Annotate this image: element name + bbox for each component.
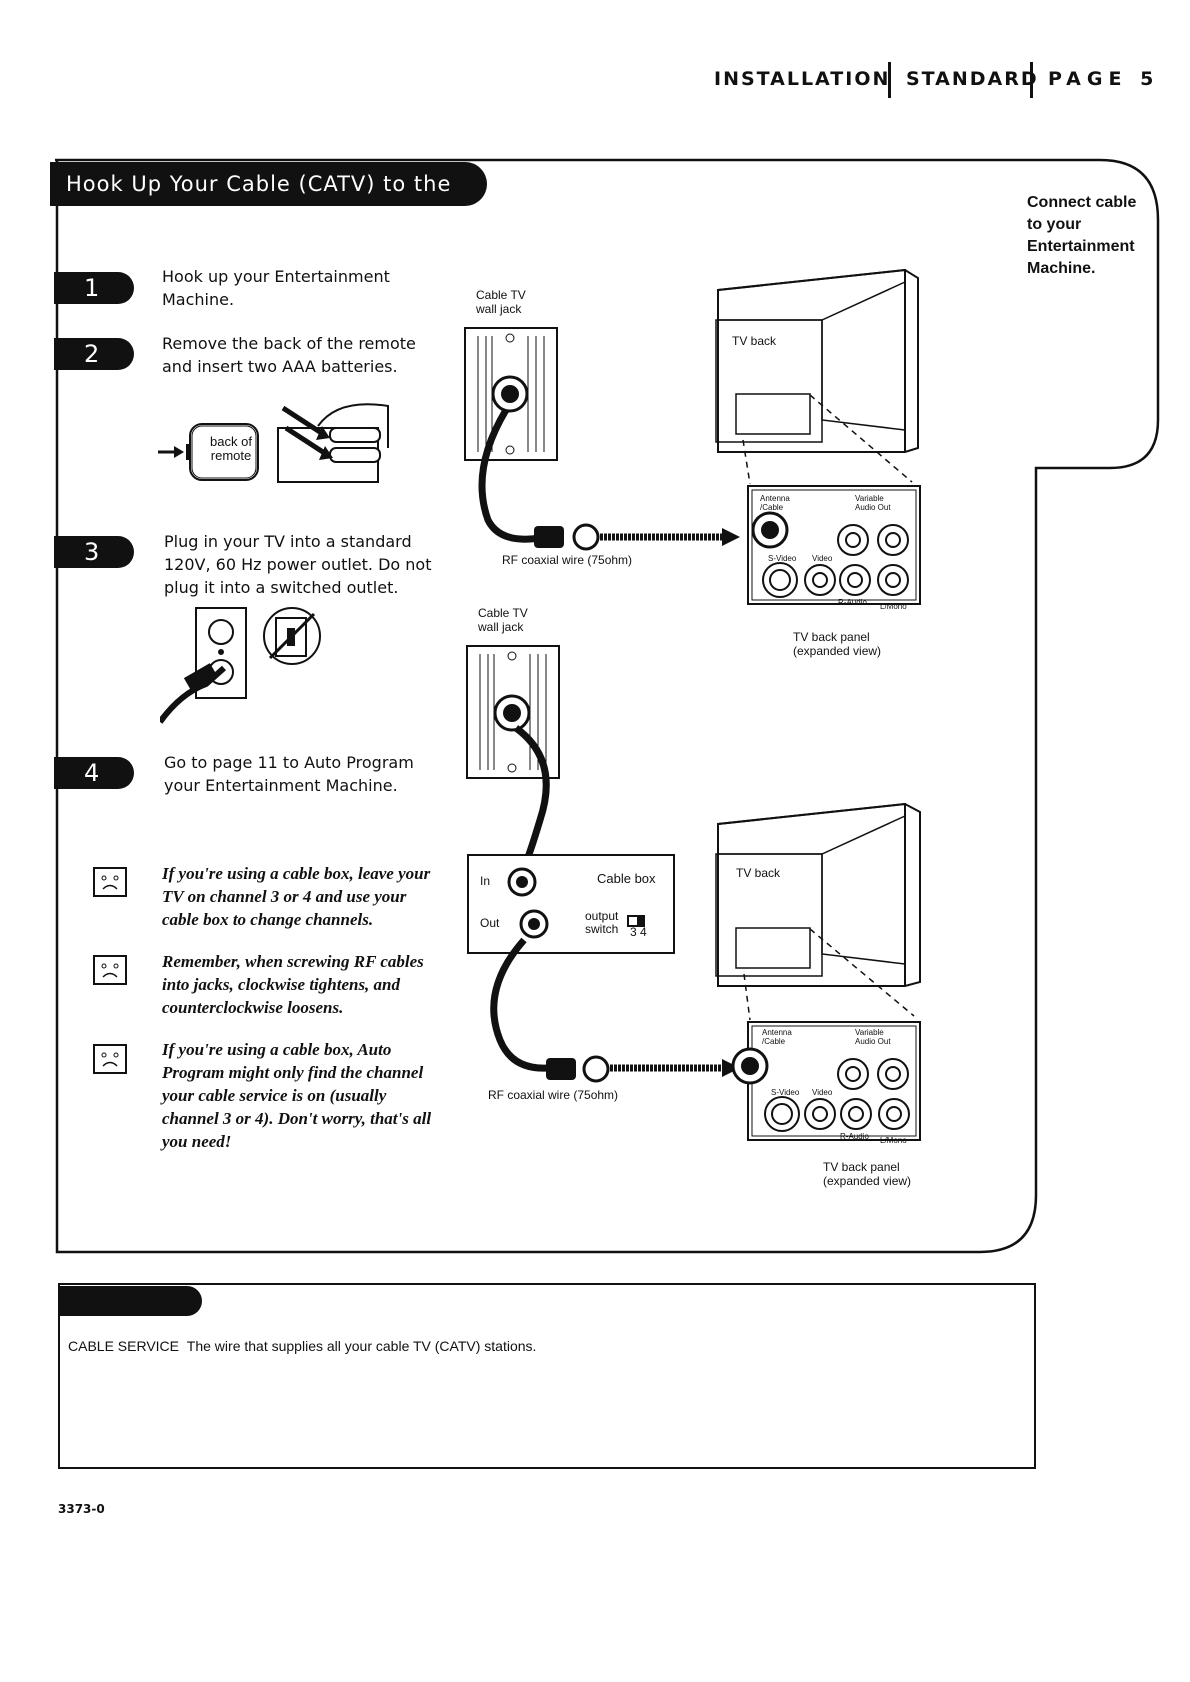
glossary-header-bar [58, 1286, 202, 1316]
cable-box-in-label: In [480, 874, 491, 888]
svideo-label: S-Video [768, 554, 797, 563]
cable-box-out-label: Out [480, 916, 500, 930]
variable-audio-label: Variable Audio Out [855, 494, 891, 512]
output-switch-label: output switch [585, 909, 619, 936]
svideo-label: S-Video [771, 1088, 800, 1097]
step-text: Plug in your TV into a standard 120V, 60… [164, 532, 432, 597]
tip-text: If you're using a cable box, Auto Progra… [162, 1040, 432, 1151]
cable-box-label: Cable box [597, 871, 656, 886]
side-note: Connect cable to your Entertainment Mach… [1027, 194, 1137, 277]
glossary-definition: The wire that supplies all your cable TV… [186, 1338, 537, 1354]
header-installation: INSTALLATION [714, 68, 891, 90]
glossary-entry: CABLE SERVICE The wire that supplies all… [68, 1338, 536, 1354]
lmono-label: L/Mono [880, 1136, 907, 1145]
tip-text: If you're using a cable box, leave your … [162, 864, 431, 929]
remote-label: back of remote [210, 434, 252, 463]
antenna-label: Antenna /Cable [762, 1028, 792, 1046]
glossary-box [58, 1283, 1036, 1469]
lmono-label: L/Mono [880, 602, 907, 611]
header-divider [1030, 62, 1033, 98]
wall-jack-label: Cable TV wall jack [476, 288, 526, 316]
raudio-label: R-Audio [838, 598, 867, 607]
wall-jack-label: Cable TV wall jack [478, 606, 528, 634]
rf-wire-label: RF coaxial wire (75ohm) [502, 553, 633, 567]
video-label: Video [812, 554, 833, 563]
step-badge: 1 [54, 272, 134, 304]
step-text: Hook up your Entertainment Machine. [162, 267, 390, 309]
page-number: PAGE 5 [1048, 68, 1160, 90]
tv-back-panel-label: TV back panel (expanded view) [823, 1160, 912, 1188]
outlet-illustration [160, 607, 321, 724]
tip-icon [93, 955, 127, 985]
tip-icon [93, 867, 127, 897]
header-divider [888, 62, 891, 98]
rf-wire-label: RF coaxial wire (75ohm) [488, 1088, 619, 1102]
section-title: Hook Up Your Cable (CATV) to the TV [50, 162, 487, 240]
tv-back-panel-label: TV back panel (expanded view) [793, 630, 882, 658]
tv-back-label: TV back [732, 334, 777, 348]
header-standard: STANDARD [906, 68, 1039, 90]
step-badge: 2 [54, 338, 134, 370]
switch-values: 3 4 [630, 925, 647, 939]
tip-icon [93, 1044, 127, 1074]
tv-back-label: TV back [736, 866, 781, 880]
raudio-label: R-Audio [840, 1132, 869, 1141]
step-text: Go to page 11 to Auto Program your Enter… [164, 753, 414, 795]
video-label: Video [812, 1088, 833, 1097]
document-code: 3373-0 [58, 1502, 105, 1516]
glossary-term: CABLE SERVICE [68, 1338, 180, 1354]
remote-battery-illustration [158, 403, 389, 483]
antenna-label: Antenna /Cable [760, 494, 790, 512]
step-badge: 4 [54, 757, 134, 789]
step-text: Remove the back of the remote and insert… [162, 334, 416, 376]
tip-text: Remember, when screwing RF cables into j… [162, 952, 424, 1017]
step-badge: 3 [54, 536, 134, 568]
variable-audio-label: Variable Audio Out [855, 1028, 891, 1046]
